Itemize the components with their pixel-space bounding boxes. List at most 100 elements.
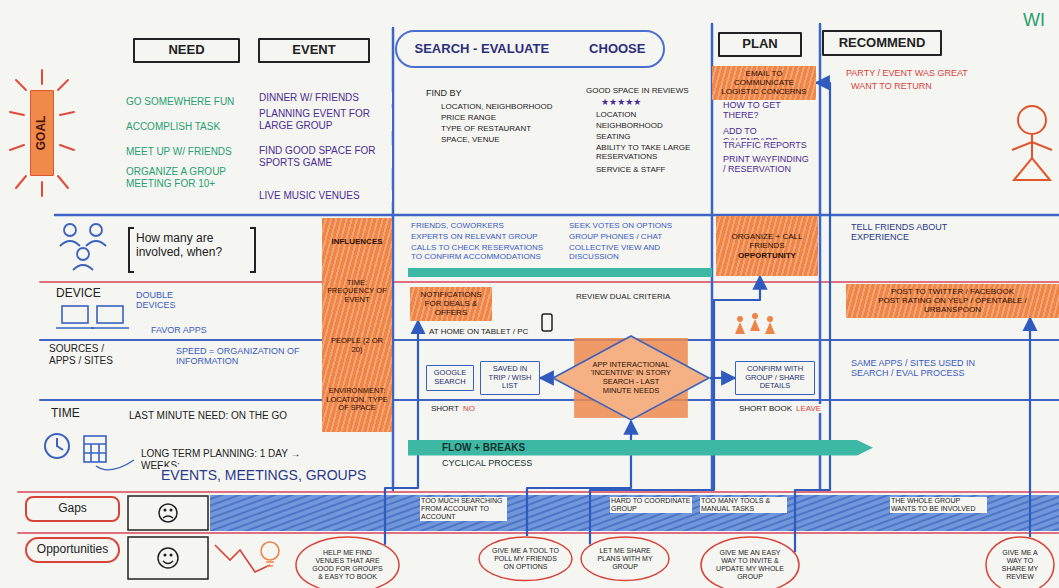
note-text: LEAVE	[795, 404, 822, 413]
note-text: BOOK	[768, 404, 793, 413]
node-text: RECOMMEND	[839, 36, 926, 51]
note-text: SHORT	[738, 404, 768, 413]
decision-diamond: APP INTERACTIONAL 'INCENTIVE' IN STORY S…	[552, 335, 710, 421]
laptop-icon	[91, 327, 129, 329]
note-text: PLANNING EVENT FOR LARGE GROUP	[258, 108, 392, 131]
node-text: SEARCH - EVALUATE	[415, 42, 550, 57]
note-text: EVENTS, MEETINGS, GROUPS	[160, 467, 367, 483]
note-text: LOCATION, NEIGHBORHOOD	[440, 102, 553, 111]
flow-arrow-band	[408, 440, 873, 456]
node-text: INFLUENCES	[331, 237, 382, 246]
grid-line	[40, 281, 1059, 283]
node-text: OPPORTUNITY	[738, 251, 796, 260]
idea-sketch	[261, 542, 279, 560]
goal-rays	[58, 80, 68, 90]
note-text: PRICE RANGE	[440, 113, 497, 122]
note-text: NO	[462, 404, 476, 413]
note-text: TOO MUCH SEARCHING FROM ACCOUNT TO ACCOU…	[420, 497, 507, 521]
people-icon	[60, 241, 80, 246]
grid-line	[40, 399, 1059, 401]
goal-rays	[10, 145, 24, 150]
oval-outline	[479, 537, 572, 580]
grid-line	[392, 28, 395, 490]
goal-box: GOAL	[30, 90, 54, 176]
flow-arrow	[1029, 318, 1031, 538]
node-text: NEED	[168, 43, 204, 58]
header-box: PLAN	[718, 32, 802, 57]
laptop-icon	[97, 306, 123, 323]
oval-outline	[986, 537, 1054, 588]
note-text: How many are involved, when?	[135, 232, 252, 260]
node-text: ENVIRONMENT: LOCATION, TYPE OF SPACE	[325, 387, 389, 413]
node-text: LET ME SHARE PLANS WITH MY GROUP	[594, 547, 656, 571]
group-figures	[750, 319, 760, 331]
node-text: EMAIL TO COMMUNICATE LOGISTIC CONCERNS	[715, 69, 813, 97]
people-icon	[64, 224, 76, 236]
node-text: Gaps	[58, 502, 87, 516]
goal-rays	[16, 80, 26, 90]
group-figures	[737, 316, 743, 322]
happy-face	[158, 548, 178, 568]
sticky-note: ORGANIZE + CALL FRIENDSOPPORTUNITY	[716, 216, 818, 276]
grid-line	[819, 24, 822, 490]
group-figures	[752, 313, 758, 319]
person-figure	[1018, 106, 1046, 134]
note-text: HOW TO GET THERE?	[722, 100, 812, 121]
note-text: TYPE OF RESTAURANT	[440, 124, 532, 133]
goal-rays	[41, 70, 43, 84]
note-text: EXPERTS ON RELEVANT GROUP	[410, 232, 562, 241]
diamond-outline	[553, 336, 709, 420]
happy-face	[128, 537, 208, 579]
opportunity-oval: GIVE ME AN EASY WAY TO INVITE & UPDATE M…	[700, 536, 800, 588]
goal-rays	[41, 182, 43, 196]
header-box: RECOMMEND	[822, 30, 942, 56]
note-text: THE WHOLE GROUP WANTS TO BE INVOLVED	[890, 497, 987, 513]
sad-face	[128, 496, 208, 530]
people-icon	[86, 241, 106, 246]
note-text: SEEK VOTES ON OPTIONS	[568, 221, 710, 230]
goal-rays	[60, 112, 74, 115]
person-figure	[1012, 106, 1052, 180]
note-text: REVIEW DUAL CRITERIA	[575, 292, 671, 301]
note-text: NEIGHBORHOOD	[595, 121, 664, 130]
node-text: HELP ME FIND VENUES THAT ARE GOOD FOR GR…	[311, 549, 384, 581]
gap-scribble	[210, 495, 1059, 531]
grid-line	[18, 532, 1059, 534]
clock-icon	[45, 434, 69, 458]
grid-line	[18, 24, 1059, 533]
idea-sketch	[215, 542, 279, 572]
flow-band: FLOW + BREAKSCYCLICAL PROCESS	[408, 440, 873, 470]
oval-outline	[701, 537, 799, 588]
person-figure	[1031, 134, 1033, 158]
note-text: TIME	[50, 407, 81, 421]
note-text: PRINT WAYFINDING / RESERVATION	[722, 154, 812, 175]
node-text: APP INTERACTIONAL 'INCENTIVE' IN STORY S…	[590, 361, 672, 396]
phone-icon	[542, 314, 552, 331]
node-text: PEOPLE (2 OR 20)	[325, 337, 389, 354]
header-box: EVENT	[258, 38, 370, 63]
node-text: SAVED IN TRIP / WISH LIST	[484, 365, 536, 391]
note-text: SAME APPS / SITES USED IN SEARCH / EVAL …	[850, 358, 1002, 379]
group-figures	[767, 316, 773, 322]
note-text: CALLS TO CHECK RESERVATIONS TO CONFIRM A…	[410, 243, 557, 261]
happy-face	[163, 561, 173, 564]
note-text: SOURCES / APPS / SITES	[48, 343, 120, 366]
teal-bar	[408, 268, 712, 277]
note-text: GOOD SPACE IN REVIEWS	[585, 86, 690, 95]
process-box: SAVED IN TRIP / WISH LIST	[480, 361, 540, 395]
node-text: NOTIFICATIONS FOR DEALS & OFFERS	[413, 290, 489, 318]
calendar-icon	[84, 436, 106, 462]
node-text: CYCLICAL PROCESS	[408, 456, 873, 470]
opportunity-oval: GIVE ME A TOOL TO POLL MY FRIENDS ON OPT…	[478, 536, 573, 581]
node-text: FLOW + BREAKS	[408, 440, 873, 456]
goal-rays	[10, 70, 74, 196]
gap-scribble	[210, 495, 1059, 531]
note-text: GO SOMEWHERE FUN	[125, 96, 247, 108]
laptop-icon	[56, 327, 94, 329]
clock-icon	[45, 434, 69, 458]
note-text: ORGANIZE A GROUP MEETING FOR 10+	[125, 166, 242, 189]
node-text: Opportunities	[37, 543, 108, 557]
bracket	[129, 228, 134, 272]
oval-outline	[296, 537, 399, 588]
laptop-icon	[56, 306, 129, 328]
